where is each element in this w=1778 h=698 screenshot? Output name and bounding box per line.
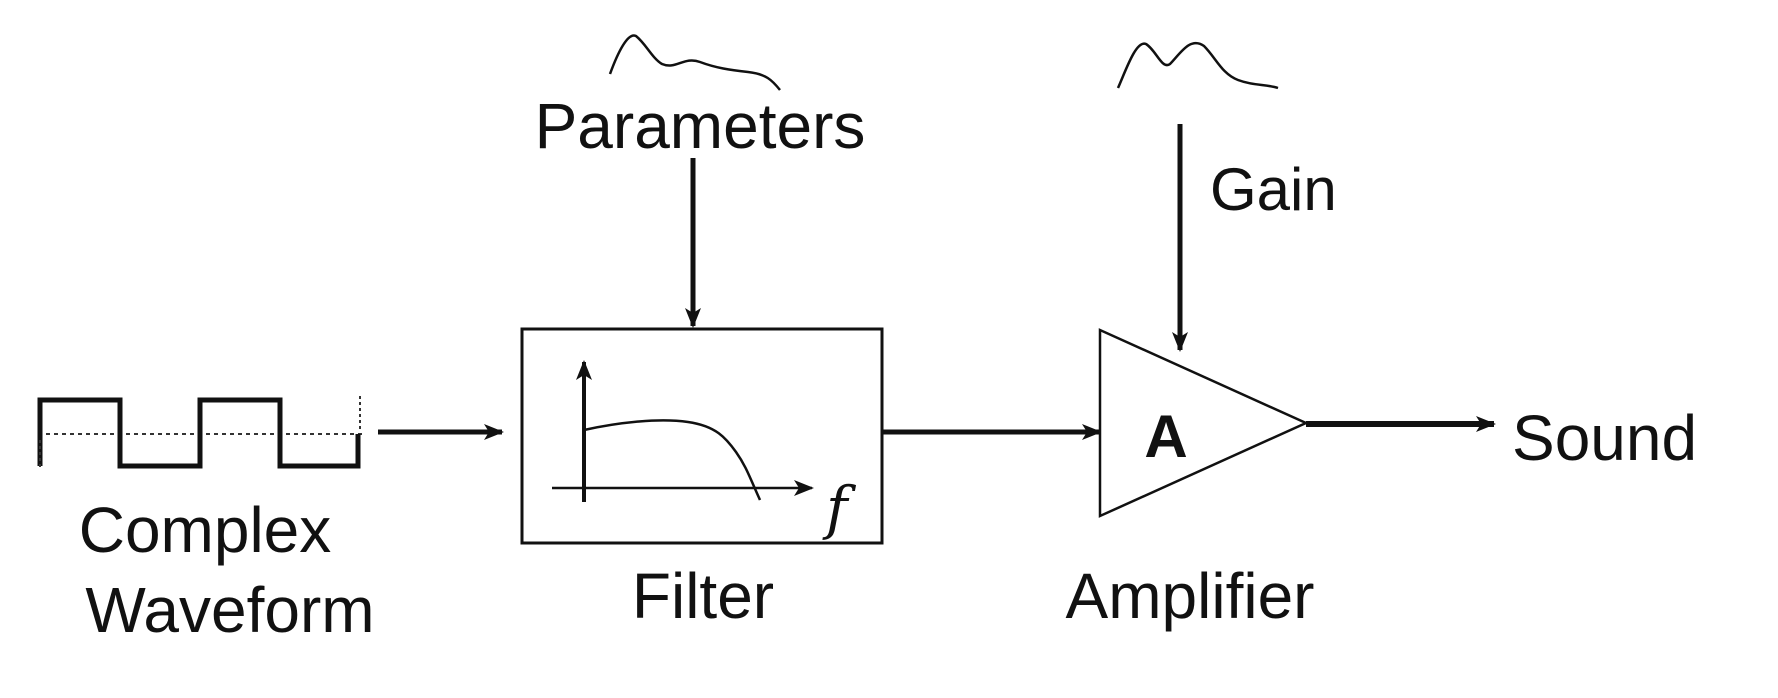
sound-label: Sound <box>1512 402 1697 474</box>
gain-label: Gain <box>1210 156 1337 223</box>
gain-envelope-icon <box>1116 41 1279 90</box>
filter-envelope-icon <box>608 34 781 91</box>
amplifier-symbol: A <box>1144 403 1187 470</box>
parameters-label: Parameters <box>535 90 866 162</box>
complex-label: Complex <box>79 494 332 566</box>
square-wave-icon <box>37 396 362 470</box>
waveform-label: Waveform <box>85 574 374 646</box>
amplifier-label: Amplifier <box>1066 560 1315 632</box>
frequency-response-icon <box>552 360 814 502</box>
amplifier-triangle <box>1098 328 1310 518</box>
filter-label: Filter <box>632 560 774 632</box>
